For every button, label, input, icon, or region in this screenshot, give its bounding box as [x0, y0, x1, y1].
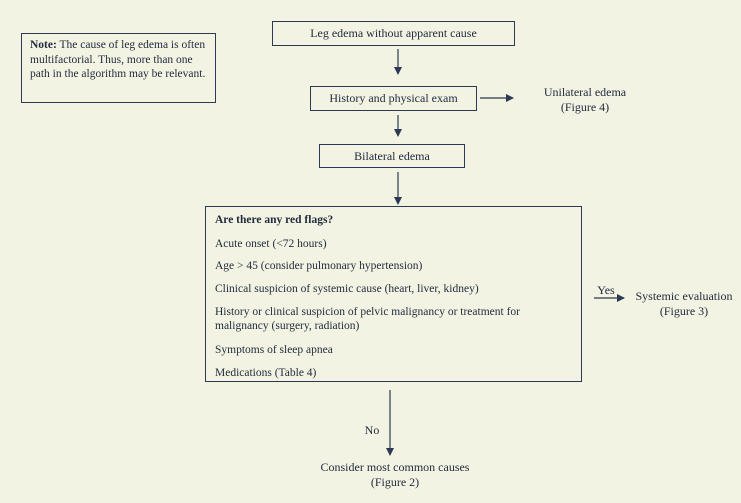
red-flag-item: Clinical suspicion of systemic cause (he…: [215, 283, 479, 295]
red-flags-box: Are there any red flags? Acute onset (<7…: [205, 206, 582, 382]
red-flag-item: Symptoms of sleep apnea: [215, 344, 333, 356]
systemic-label: Systemic evaluation: [635, 289, 733, 303]
common-node: Consider most common causes (Figure 2): [300, 460, 490, 490]
note-label: Note:: [30, 39, 57, 51]
unilateral-node: Unilateral edema (Figure 4): [530, 85, 640, 115]
start-node: Leg edema without apparent cause: [272, 21, 515, 46]
common-label: Consider most common causes: [320, 460, 470, 474]
note-text: The cause of leg edema is often multifac…: [30, 39, 206, 80]
no-edge-label: No: [364, 423, 380, 437]
systemic-ref: (Figure 3): [659, 304, 709, 318]
unilateral-label: Unilateral edema: [543, 85, 627, 99]
bilateral-node-label: Bilateral edema: [354, 148, 430, 163]
red-flags-title: Are there any red flags?: [215, 214, 334, 226]
history-node-label: History and physical exam: [329, 91, 458, 105]
red-flag-item: Medications (Table 4): [215, 367, 317, 379]
history-node: History and physical exam: [310, 86, 477, 111]
unilateral-ref: (Figure 4): [560, 100, 610, 114]
red-flag-item: History or clinical suspicion of pelvic …: [215, 306, 520, 332]
red-flag-item: Age > 45 (consider pulmonary hypertensio…: [215, 260, 423, 272]
red-flag-item: Acute onset (<72 hours): [215, 238, 327, 250]
bilateral-node: Bilateral edema: [319, 144, 465, 168]
note-box: Note: The cause of leg edema is often mu…: [21, 33, 216, 103]
common-ref: (Figure 2): [370, 475, 420, 489]
yes-edge-label: Yes: [597, 283, 615, 297]
start-node-label: Leg edema without apparent cause: [310, 26, 477, 40]
systemic-node: Systemic evaluation (Figure 3): [628, 289, 740, 319]
